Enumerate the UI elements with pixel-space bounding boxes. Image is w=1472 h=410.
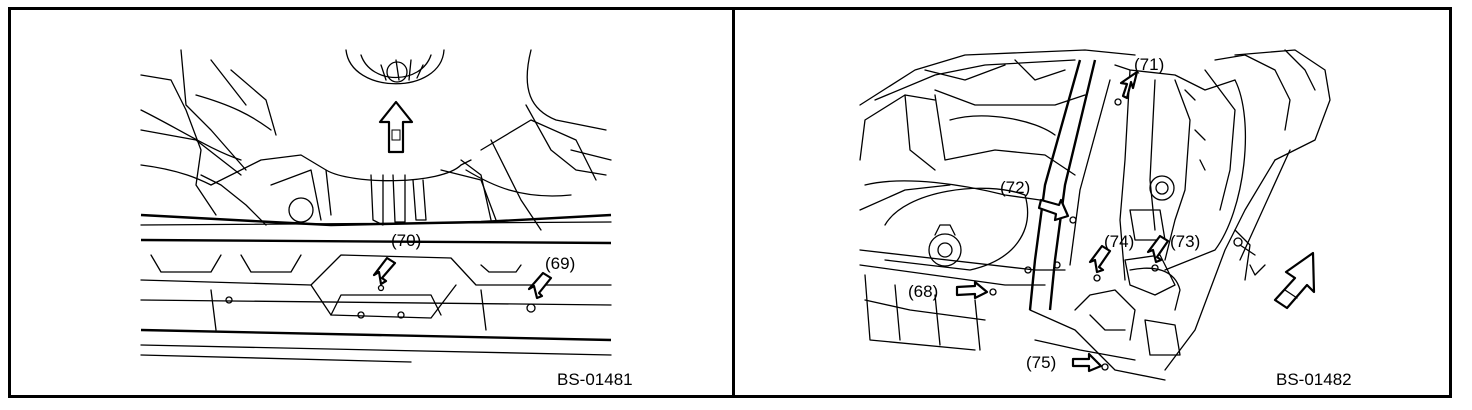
hole-70 [377,284,385,292]
direction-arrow-icon [378,100,414,154]
right-drawing: (71) (72) (74) (73) (68) (75) [859,49,1331,381]
spare-tire-hub [345,49,445,85]
figure-code-left: BS-01481 [557,370,633,389]
callout-arrow-74-icon [1088,244,1112,274]
hole-69 [526,303,536,313]
callout-arrow-73-icon [1146,234,1170,264]
hole-71 [1114,98,1122,106]
hole-75 [1101,363,1109,371]
callout-68: (68) [908,282,938,301]
callout-70: (70) [391,231,421,250]
callout-73: (73) [1170,232,1200,251]
callout-arrow-71-icon [1119,70,1139,100]
callout-arrow-70-icon [372,256,397,286]
right-panel-rear-quarter-view: (71) (72) (74) (73) (68) (75) BS-01482 [735,10,1449,395]
diagram-frame [8,7,1452,398]
callout-69: (69) [545,254,575,273]
left-drawing: (70) (69) [140,49,612,363]
callout-arrow-69-icon [527,271,553,300]
callout-arrow-68-icon [955,280,989,300]
hole-68 [989,288,997,296]
figure-code-right: BS-01482 [1276,370,1352,389]
callout-72: (72) [1000,178,1030,197]
hole-74 [1093,274,1101,282]
callout-arrow-72-icon [1037,198,1070,222]
callout-71: (71) [1134,55,1164,74]
panel-divider [732,7,735,398]
callout-75: (75) [1026,353,1056,372]
hole-73 [1151,264,1159,272]
callout-arrow-75-icon [1071,352,1103,373]
spare-tire-clamp [928,233,962,267]
hole-72 [1069,216,1077,224]
direction-arrow-icon [1273,251,1316,310]
left-panel-underbody-rear-view: (70) (69) BS-01481 [11,10,732,395]
callout-74: (74) [1104,232,1134,251]
